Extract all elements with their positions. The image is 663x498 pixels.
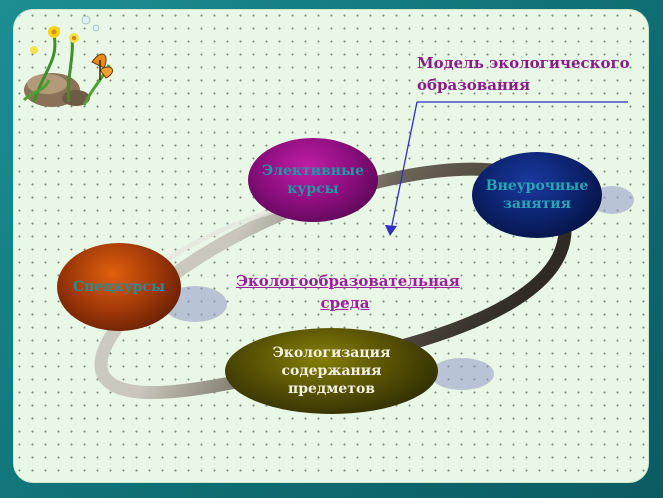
node-elective-line-1: Элективные bbox=[262, 163, 364, 179]
node-elective-line-2: курсы bbox=[287, 181, 339, 197]
node-special-courses: Спецкурсы bbox=[57, 243, 181, 331]
center-label: Экологообразовательная среда bbox=[236, 270, 460, 314]
node-extracurricular-line-1: Внеурочные bbox=[485, 178, 589, 194]
center-label-line-2: среда bbox=[320, 294, 370, 312]
node-extracurricular: Внеурочные занятия bbox=[472, 152, 602, 238]
arrow-line bbox=[390, 101, 418, 231]
diagram-title: Модель экологического образования bbox=[417, 52, 637, 96]
flowers-butterfly-stone-icon bbox=[22, 15, 114, 107]
dotted-panel bbox=[13, 9, 649, 483]
shadow-ecologization bbox=[430, 358, 494, 390]
center-label-line-1: Экологообразовательная bbox=[236, 272, 460, 290]
node-ecologization-line-3: предметов bbox=[287, 381, 376, 397]
node-ecologization-line-2: содержания bbox=[281, 363, 382, 379]
node-extracurricular-line-2: занятия bbox=[502, 196, 571, 212]
title-line-2: образования bbox=[417, 76, 531, 94]
node-elective-courses: Элективные курсы bbox=[248, 138, 378, 222]
arrow-head bbox=[385, 225, 397, 236]
node-specialcourses-line-1: Спецкурсы bbox=[72, 279, 166, 295]
title-line-1: Модель экологического bbox=[417, 54, 630, 72]
node-ecologization: Экологизация содержания предметов bbox=[225, 328, 438, 414]
node-ecologization-line-1: Экологизация bbox=[272, 345, 391, 361]
